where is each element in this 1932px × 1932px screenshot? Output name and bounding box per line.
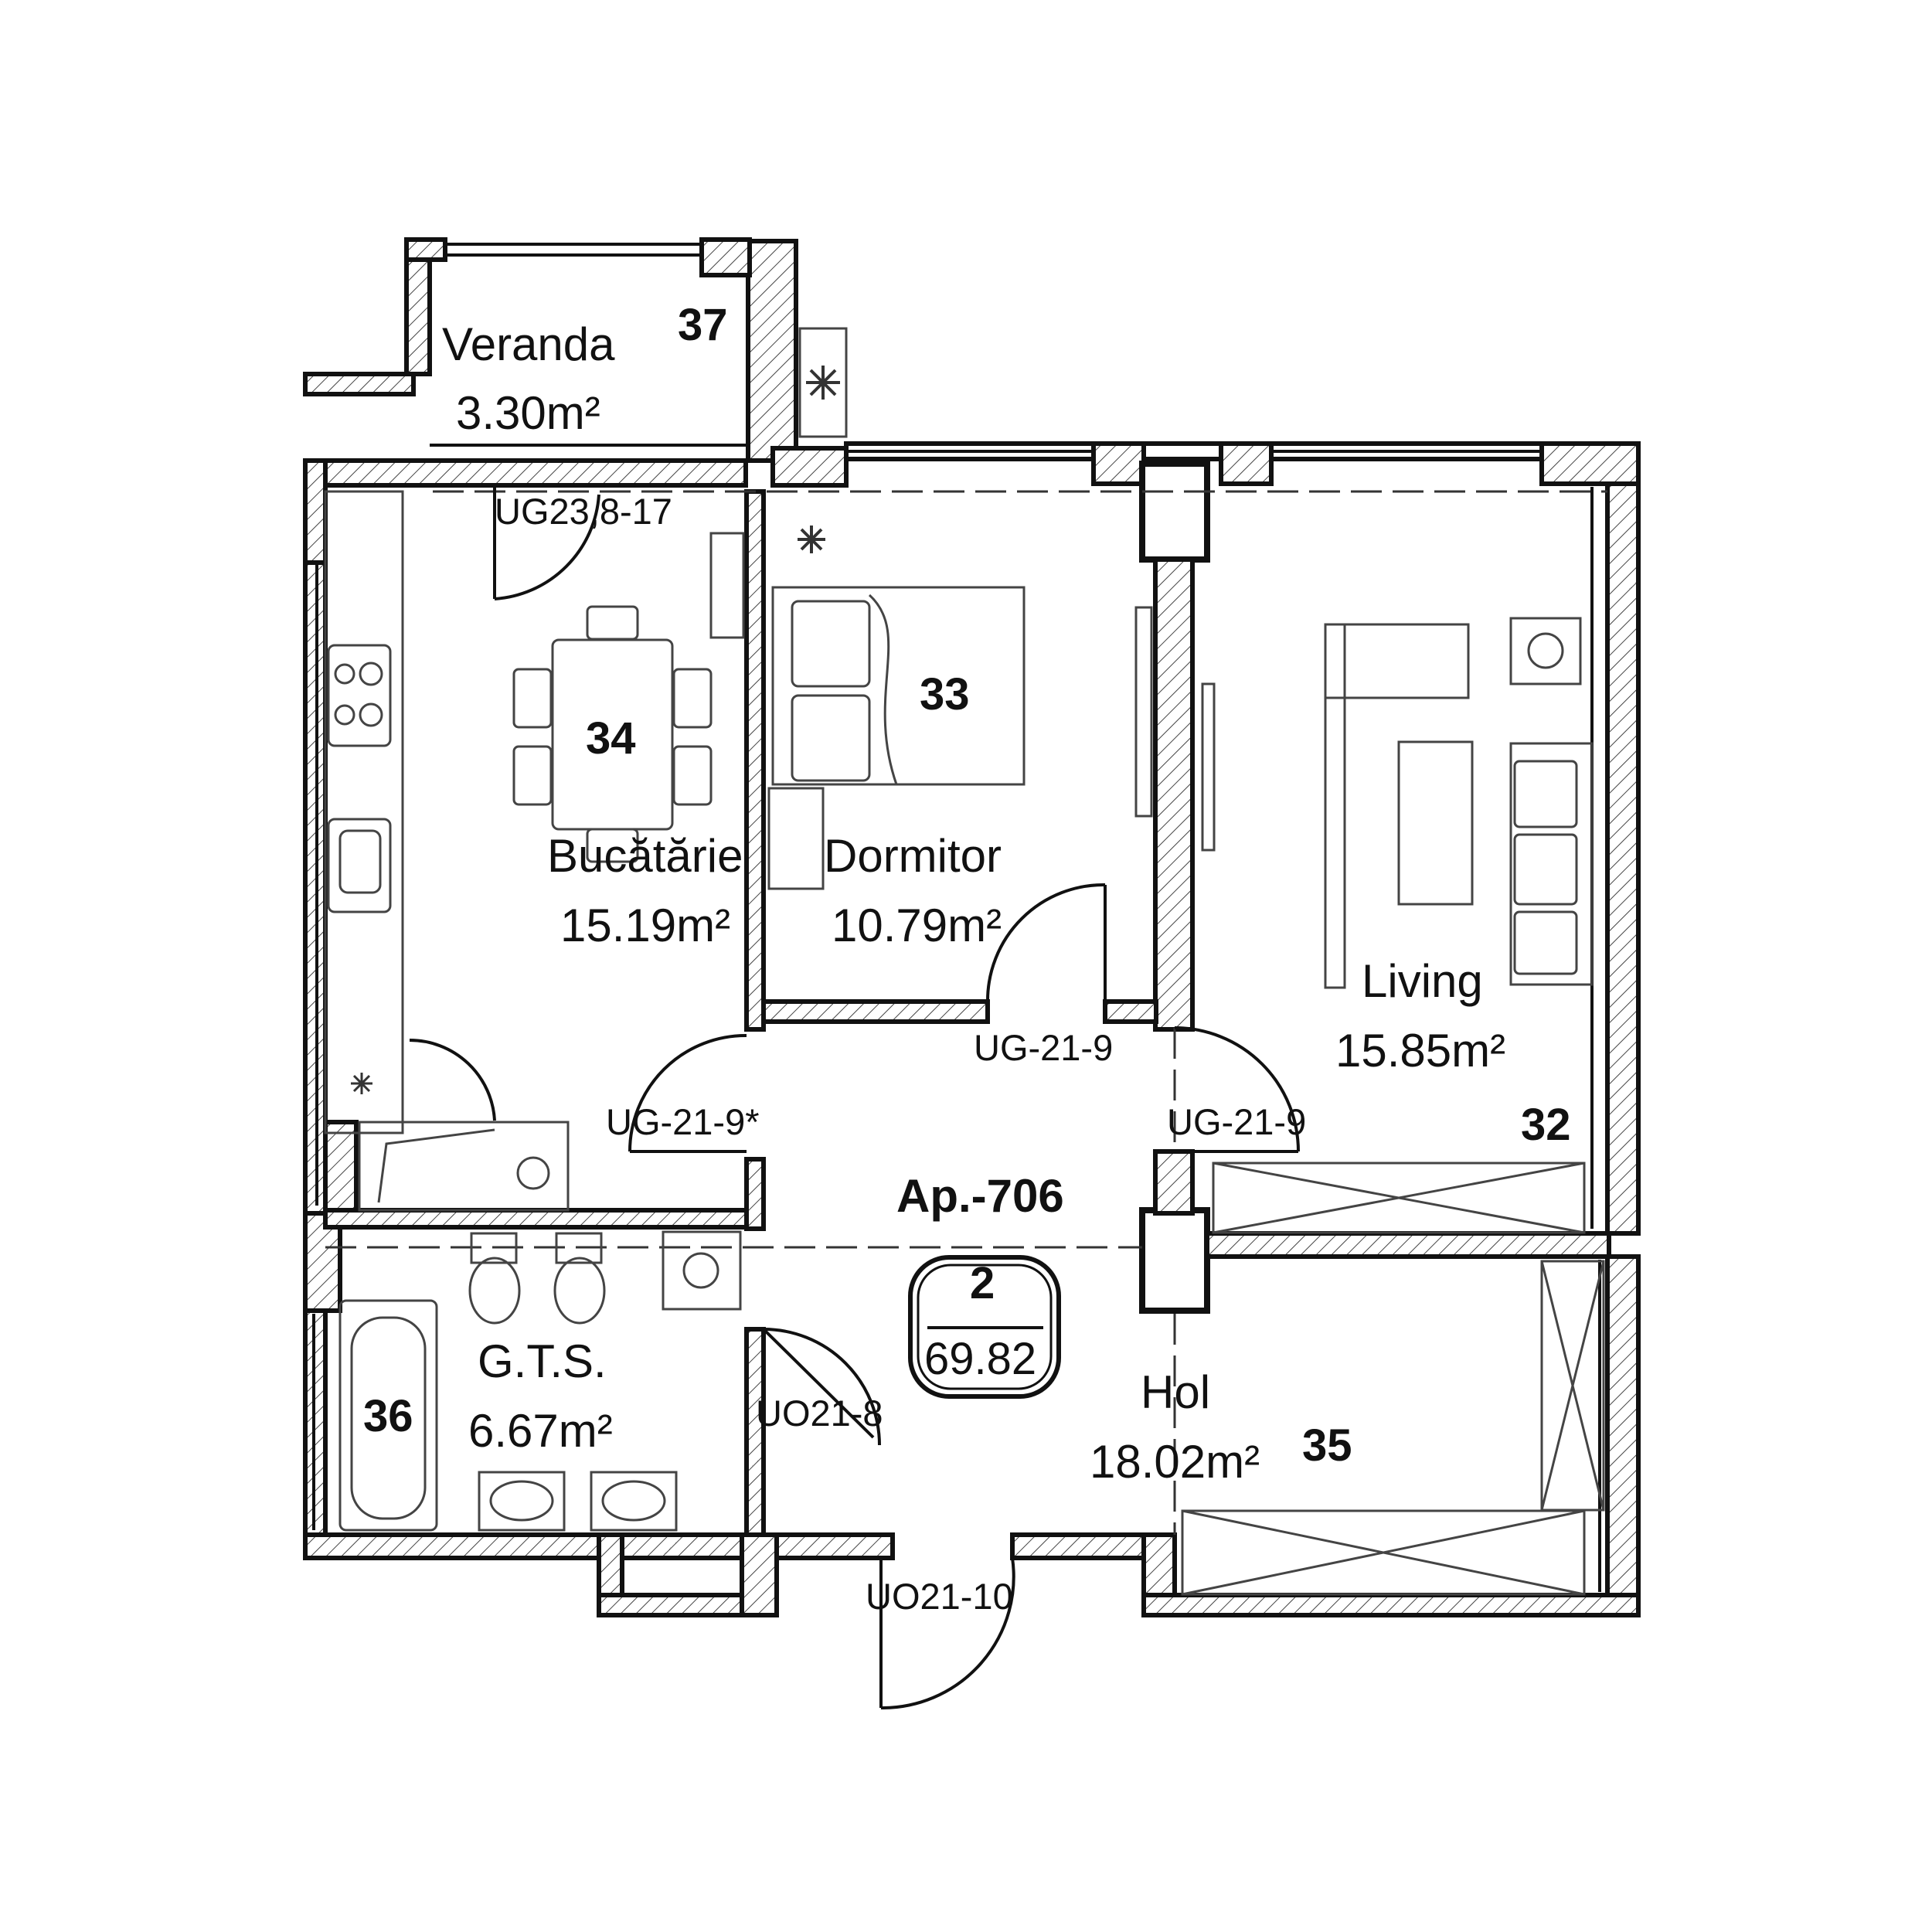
- door-code-kitchen: UG-21-9*: [606, 1101, 760, 1142]
- living-name: Living: [1362, 955, 1483, 1007]
- veranda-number: 37: [678, 300, 728, 350]
- bedroom-name: Dormitor: [824, 830, 1002, 882]
- kitchen-number: 34: [586, 713, 636, 764]
- door-code-veranda: UG23,8-17: [495, 491, 672, 532]
- hall-name: Hol: [1141, 1366, 1210, 1418]
- snowflake-icon: [806, 366, 840, 400]
- door-code-entrance: UO21-10: [866, 1576, 1013, 1617]
- bedroom-area: 10.79m²: [832, 900, 1002, 951]
- apartment-total-area: 69.82: [924, 1334, 1036, 1384]
- asterisk-icon: [351, 1073, 372, 1094]
- doors: [409, 487, 1300, 1710]
- door-code-bedroom: UG-21-9: [974, 1027, 1113, 1068]
- bathroom-area: 6.67m²: [468, 1405, 613, 1457]
- labels: Veranda 3.30m² 37 34 Bucătărie 15.19m² 3…: [363, 300, 1571, 1617]
- veranda-name: Veranda: [442, 318, 615, 370]
- bedroom-number: 33: [920, 669, 970, 719]
- kitchen-name: Bucătărie: [547, 830, 743, 882]
- door-code-living: UG-21-9: [1167, 1101, 1306, 1142]
- walls: [303, 237, 1641, 1617]
- beam-lines: [325, 490, 1607, 1535]
- bathroom-name: G.T.S.: [478, 1335, 607, 1387]
- veranda-area: 3.30m²: [456, 387, 600, 439]
- apartment-badge: [908, 1255, 1061, 1399]
- furniture: [324, 327, 1605, 1596]
- apartment-label: Ap.-706: [896, 1170, 1064, 1222]
- kitchen-area: 15.19m²: [560, 900, 730, 951]
- hall-area: 18.02m²: [1090, 1436, 1260, 1488]
- apartment-room-count: 2: [970, 1258, 995, 1308]
- living-number: 32: [1521, 1100, 1571, 1150]
- snowflake-icon: [798, 526, 825, 553]
- bathroom-number: 36: [363, 1391, 413, 1441]
- door-code-bathroom: UO21-8: [756, 1393, 883, 1434]
- hall-number: 35: [1302, 1420, 1352, 1471]
- living-area: 15.85m²: [1335, 1025, 1505, 1077]
